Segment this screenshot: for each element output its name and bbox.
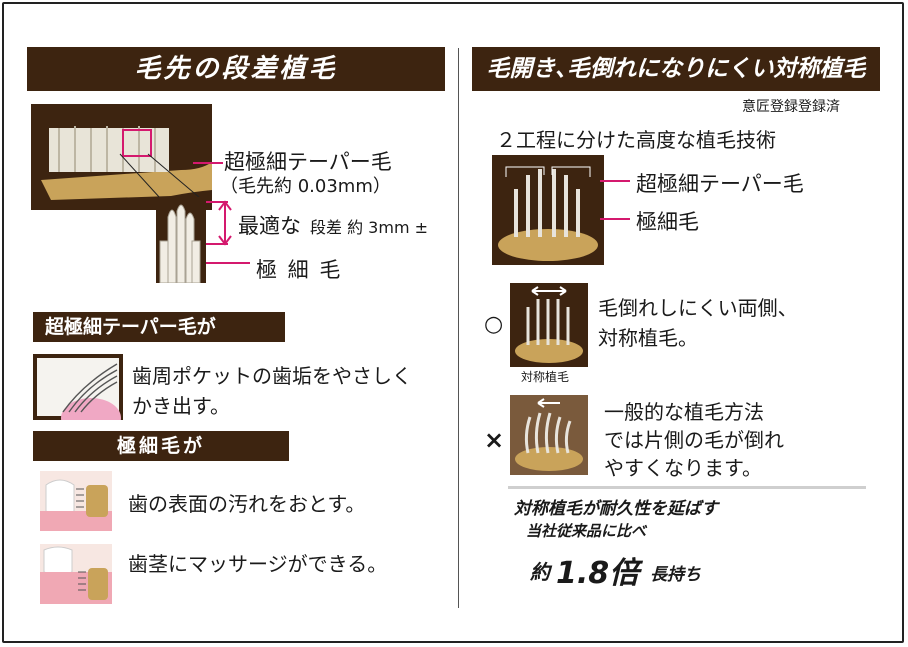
bristle-closeup-image (156, 197, 206, 284)
good-mark: ○ (484, 312, 504, 337)
bar-taper: 超極細テーパー毛が (33, 312, 285, 342)
text-fine-1: 歯の表面の汚れをおとす。 (128, 492, 366, 516)
right-banner: 毛開き､毛倒れになりにくい対称植毛 (472, 47, 880, 91)
text-taper-line1: 歯周ポケットの歯垢をやさしく (132, 364, 412, 388)
taper-pointer-line (193, 162, 223, 164)
label-fine: 極 細 毛 (256, 258, 343, 282)
bad-mark: × (484, 426, 505, 454)
good-text-line1: 毛倒れしにくい両側、 (598, 296, 798, 320)
claim-line1: 対称植毛が耐久性を延ばす (514, 499, 718, 519)
right-taper-line (600, 180, 630, 182)
claim-line2: 当社従来品に比べ (526, 522, 647, 540)
text-fine-2: 歯茎にマッサージができる。 (128, 552, 388, 576)
registration-note: 意匠登録登録済 (742, 99, 840, 115)
gum-massage-image (40, 544, 112, 604)
toothbrush-head-image (31, 104, 212, 210)
fine-pointer-line (206, 262, 250, 264)
tooth-pocket-image (33, 354, 123, 438)
label-step-small: 段差 約 3mm ± (310, 218, 429, 237)
general-bristle-image (510, 395, 588, 475)
good-text-line2: 対称植毛。 (598, 326, 698, 350)
left-banner: 毛先の段差植毛 (27, 47, 445, 91)
label-step-prefix: 最適な (238, 214, 301, 238)
good-caption: 対称植毛 (521, 370, 570, 384)
bad-text-line3: やすくなります。 (604, 456, 762, 480)
bad-text-line2: では片側の毛が倒れ (604, 428, 784, 452)
tooth-surface-image (40, 471, 112, 531)
zoom-connector (119, 153, 201, 199)
right-fine-line (600, 218, 630, 220)
step-bottom-line (206, 243, 228, 245)
text-taper-line2: かき出す。 (132, 394, 230, 418)
bar-fine: 極細毛が (33, 431, 289, 461)
right-label-fine: 極細毛 (636, 210, 699, 234)
right-label-taper: 超極細テーパー毛 (636, 172, 804, 196)
symmetric-bristle-image (510, 283, 588, 367)
claim-divider (508, 486, 866, 489)
claim-prefix: 約 (530, 560, 550, 584)
tech-heading: ２工程に分けた高度な植毛技術 (496, 128, 776, 152)
label-taper: 超極細テーパー毛 (224, 150, 392, 174)
claim-number: 1.8倍 (556, 556, 640, 591)
claim-suffix: 長持ち (650, 565, 701, 585)
bad-text-line1: 一般的な植毛方法 (604, 400, 764, 424)
step-top-line (206, 201, 228, 203)
symmetric-bristle-large-image (492, 155, 604, 265)
label-taper-sub: （毛先約 0.03mm） (220, 176, 391, 197)
step-arrow-icon (218, 200, 232, 246)
column-divider (458, 48, 459, 608)
